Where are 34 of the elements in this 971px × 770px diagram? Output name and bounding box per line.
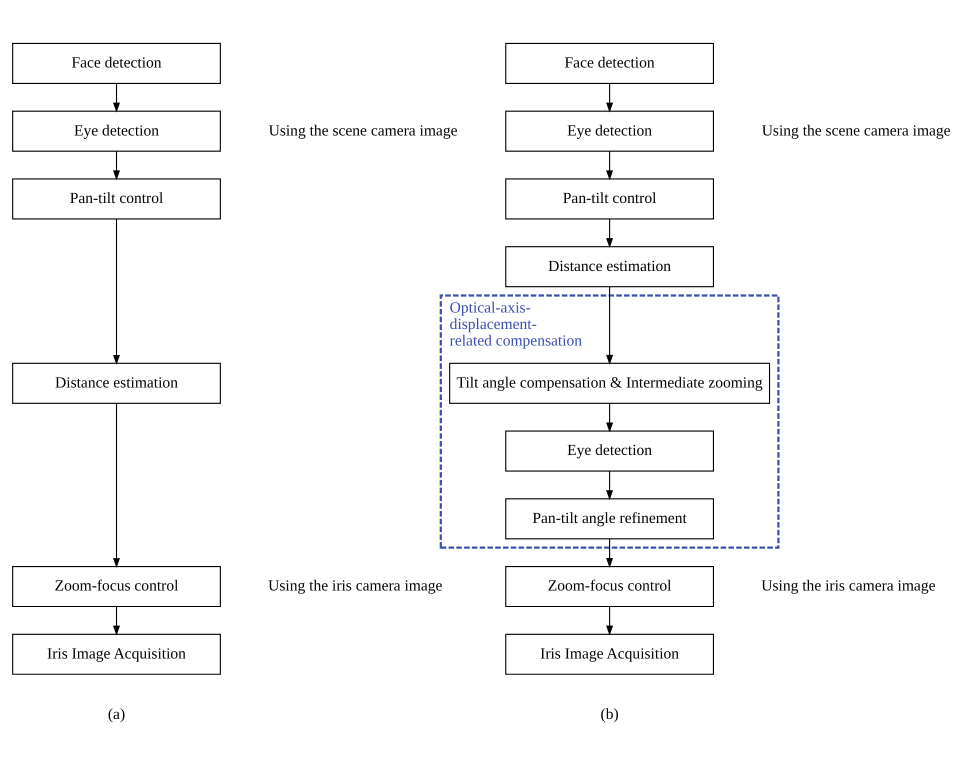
arrow (606, 286, 614, 364)
node-box: Tilt angle compensation & Intermediate zooming (449, 362, 770, 404)
label: (b) (600, 705, 619, 722)
node-box: Iris Image Acquisition (12, 633, 221, 674)
node-box: Face detection (505, 42, 714, 84)
arrow (606, 606, 614, 636)
arrow (113, 402, 120, 568)
node-box: Eye detection (505, 110, 714, 152)
arrow (113, 150, 120, 180)
label: Using the iris camera image (761, 577, 936, 594)
arrow (113, 218, 120, 364)
node-box: Zoom-focus control (12, 565, 221, 607)
node-box: Pan-tilt control (505, 178, 714, 219)
label: Using the scene camera image (268, 122, 458, 139)
node-box: Iris Image Acquisition (505, 633, 714, 674)
label: Using the scene camera image (762, 122, 951, 139)
node-box: Eye detection (12, 110, 221, 152)
arrow (606, 218, 614, 248)
arrow (113, 83, 120, 112)
arrow (606, 470, 614, 500)
label: (a) (108, 705, 126, 722)
node-box: Pan-tilt angle refinement (505, 498, 714, 539)
node-box: Eye detection (505, 430, 714, 472)
arrow (606, 538, 614, 568)
node-box: Face detection (12, 42, 221, 84)
arrow (113, 606, 120, 636)
label: Using the iris camera image (268, 577, 442, 594)
node-box: Zoom-focus control (505, 565, 714, 607)
arrow (606, 150, 614, 180)
node-box: Pan-tilt control (12, 178, 221, 219)
arrow (606, 402, 614, 432)
node-box: Distance estimation (12, 362, 221, 404)
arrow (606, 83, 614, 112)
node-box: Distance estimation (505, 246, 714, 287)
